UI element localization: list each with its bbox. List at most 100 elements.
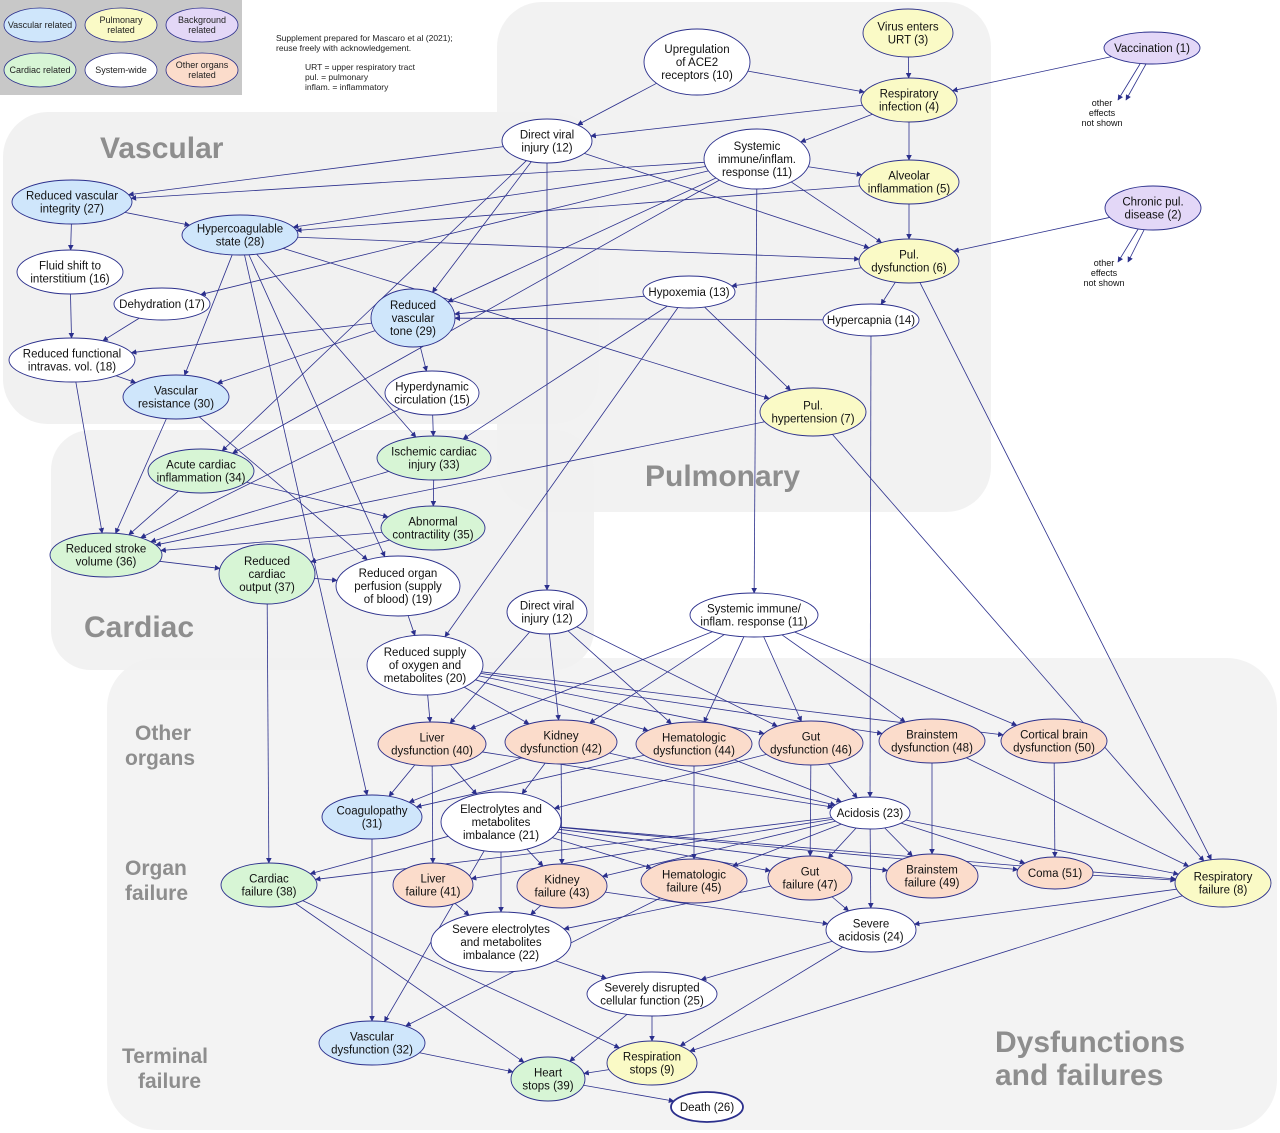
- node-label-n16-line: interstitium (16): [30, 274, 109, 286]
- edge-n42-n31: [408, 757, 522, 804]
- edge-n30-n36: [115, 418, 167, 534]
- edge-n18-n36: [75, 381, 105, 534]
- node-label-n43-line: Kidney: [544, 875, 579, 887]
- edge-n21-n45: [552, 837, 652, 870]
- node-shape-n35: [380, 505, 486, 551]
- node-shape-n5: [858, 159, 960, 205]
- node-label-n34-line: Acute cardiac: [166, 460, 236, 472]
- edge-n21-n38: [309, 835, 449, 876]
- edge-n23-n38: [314, 817, 832, 882]
- edge-n44-n23: [734, 759, 842, 803]
- node-label-n5-line: Alveolar: [888, 171, 930, 183]
- legend-label-line: related: [107, 25, 135, 35]
- node-shape-n46: [758, 720, 864, 766]
- node-label-n43-line: failure (43): [535, 888, 590, 900]
- legend-label-line: related: [188, 70, 216, 80]
- node-n7: Pul.hypertension (7): [759, 387, 867, 437]
- node-shape-n11a: [703, 128, 811, 190]
- node-label-n49-line: Brainstem: [906, 865, 958, 877]
- node-label-n8-line: failure (8): [1199, 885, 1248, 897]
- node-label-n11a-line: immune/inflam.: [718, 154, 796, 166]
- edge-n6-n14: [880, 281, 896, 305]
- edge-n23-n41: [470, 818, 834, 881]
- edge-n4-n12a: [590, 104, 863, 139]
- edge-n11a-n29: [447, 177, 717, 303]
- node-n6: Pul.dysfunction (6): [858, 238, 960, 284]
- node-label-n10-line: receptors (10): [661, 70, 733, 82]
- node-label-n20-line: of oxygen and: [389, 660, 461, 672]
- node-label-n50-line: Cortical brain: [1020, 730, 1088, 742]
- node-label-n44-line: dysfunction (44): [653, 746, 735, 758]
- edge-n24-n9: [679, 946, 843, 1047]
- node-shape-n37: [218, 543, 316, 605]
- node-shape-n30: [122, 374, 230, 420]
- edge-n11a-n34: [232, 179, 720, 454]
- edge-n11b-n42: [589, 634, 725, 724]
- edge-n28-n33: [256, 253, 417, 438]
- side-note-chronic-1: other: [1094, 258, 1115, 268]
- node-shape-n10: [643, 28, 751, 96]
- node-label-n11b-line: Systemic immune/: [707, 604, 802, 616]
- node-shape-n51: [1016, 856, 1094, 890]
- row-label-organ-2: failure: [125, 882, 188, 905]
- edge-n11a-n28: [292, 166, 706, 230]
- edge-n13-n33: [462, 305, 668, 440]
- node-label-n48-line: dysfunction (48): [891, 743, 973, 755]
- node-label-n42-line: dysfunction (42): [520, 744, 602, 756]
- node-label-n36-line: Reduced stroke: [66, 544, 147, 556]
- edge-n11a-n5: [808, 166, 863, 177]
- legend-label-line: System-wide: [95, 65, 147, 75]
- node-label-n27-line: Reduced vascular: [26, 191, 118, 203]
- edge-n11b-n40: [469, 631, 713, 730]
- edge-n8-n24: [913, 888, 1177, 927]
- node-label-n29-line: tone (29): [390, 326, 436, 338]
- abbrev-line-3: inflam. = inflammatory: [305, 82, 389, 92]
- edge-n46-n47: [807, 764, 814, 857]
- edge-n12a-n27: [128, 146, 504, 197]
- node-label-n19-line: of blood) (19): [364, 594, 433, 606]
- node-shape-n42: [504, 719, 618, 765]
- node-label-n11b-line: inflam. response (11): [700, 617, 807, 629]
- edge-n10-n12a: [577, 82, 657, 126]
- node-shape-n20: [366, 634, 484, 696]
- node-label-n14-line: Hypercapnia (14): [827, 315, 915, 327]
- edge-n1-n4: [951, 56, 1112, 93]
- node-shape-n49: [885, 853, 979, 899]
- node-label-n25-line: Severely disrupted: [604, 983, 699, 995]
- node-label-n30-line: resistance (30): [138, 399, 214, 411]
- row-label-other-2: organs: [125, 747, 195, 770]
- edge-n23-n43: [601, 820, 836, 878]
- node-shape-n34: [147, 448, 255, 494]
- node-shape-n38: [220, 862, 318, 908]
- node-label-n2-line: Chronic pul.: [1122, 197, 1183, 209]
- node-shape-n11b: [689, 592, 819, 638]
- edge-n6-n13: [731, 267, 862, 289]
- edge-n46-n23: [828, 763, 858, 799]
- node-label-n49-line: failure (49): [905, 878, 960, 890]
- node-shape-n16: [16, 249, 124, 295]
- node-label-n48-line: Brainstem: [906, 730, 958, 742]
- edge-n28-n31: [244, 254, 369, 796]
- node-shape-n23: [829, 796, 911, 830]
- region-label-vascular: Vascular: [100, 132, 224, 165]
- node-label-n22-line: Severe electrolytes: [452, 924, 550, 936]
- edge-n7-n36: [155, 421, 765, 547]
- edge-n12b-n44: [567, 630, 672, 725]
- node-label-n10-line: Upregulation: [664, 44, 729, 56]
- row-label-other-1: Other: [135, 722, 191, 745]
- region-label-pulmonary: Pulmonary: [645, 460, 800, 493]
